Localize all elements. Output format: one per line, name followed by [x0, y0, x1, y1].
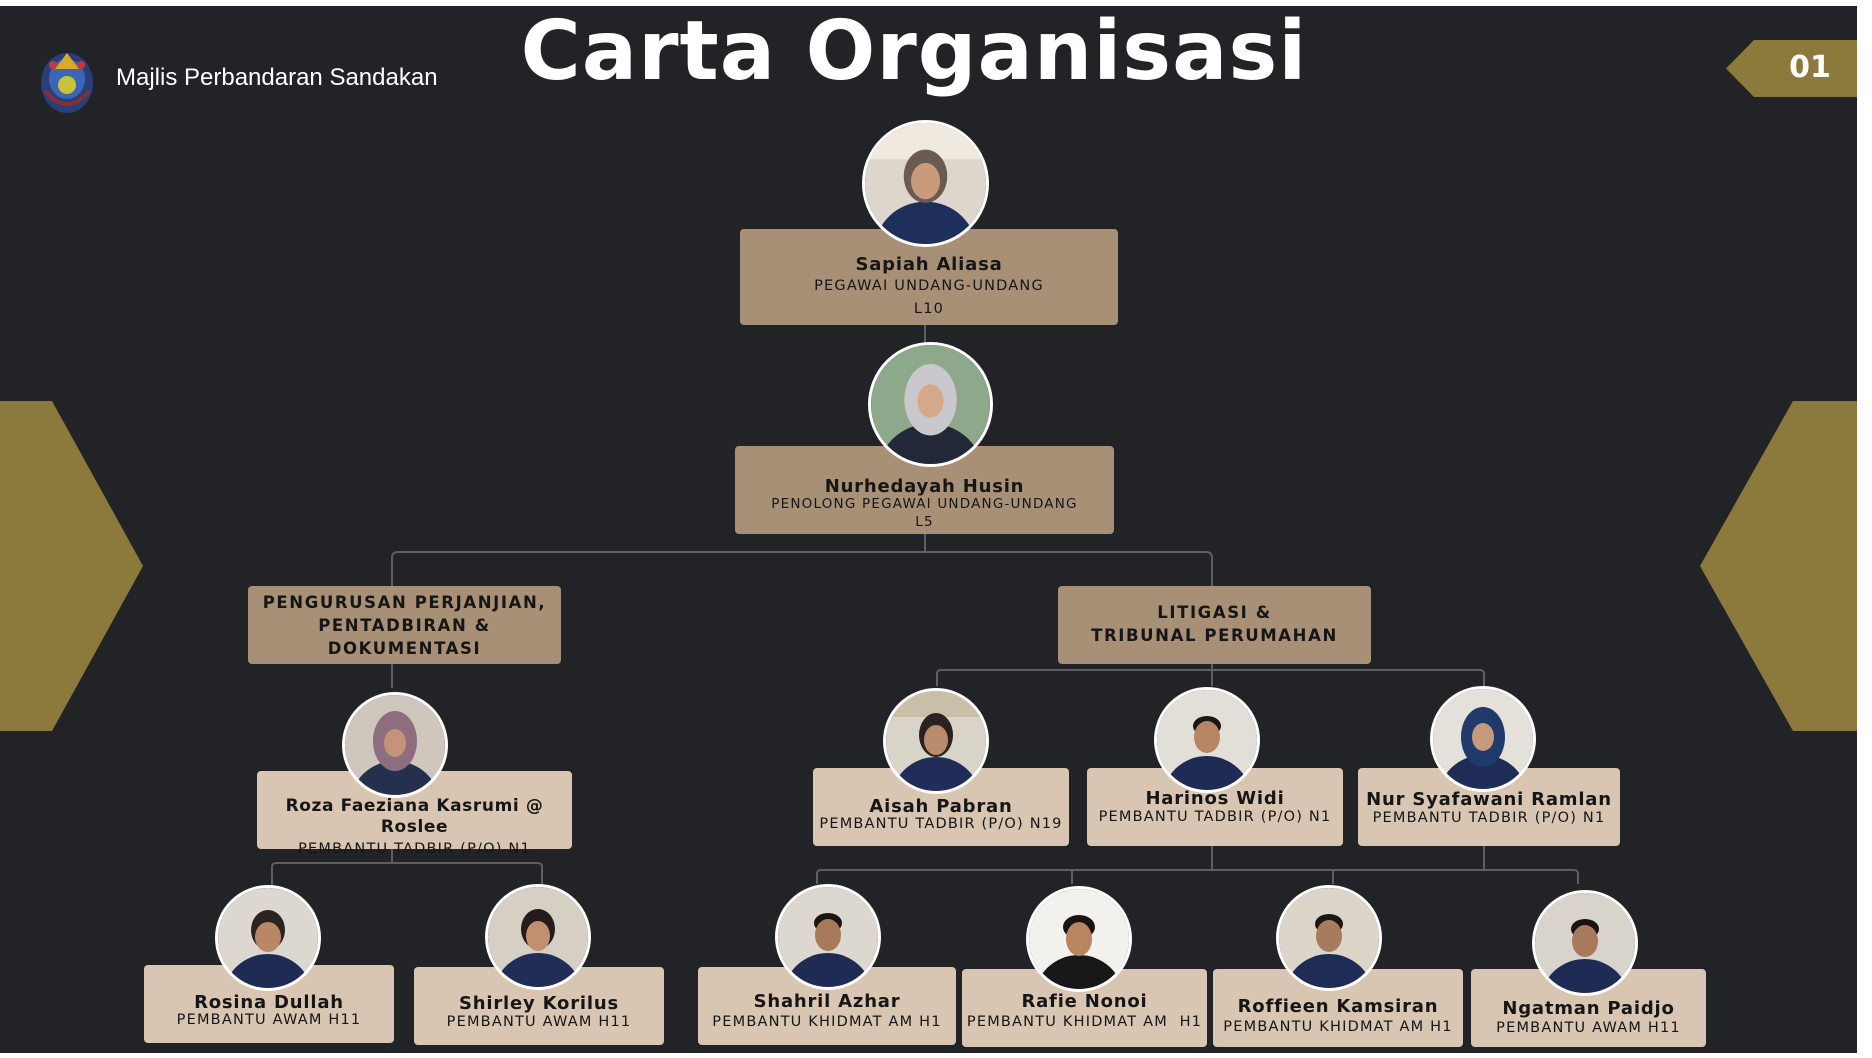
person-photo: [485, 884, 591, 990]
staff-box-roffieen: Roffieen Kamsiran PEMBANTU KHIDMAT AM H1: [1213, 969, 1463, 1047]
person-role: PEMBANTU TADBIR (P/O) N1: [1372, 810, 1606, 826]
person-photo: [1026, 886, 1132, 992]
person-photo: [1276, 885, 1382, 991]
person-photo: [868, 342, 993, 467]
person-grade: L5: [915, 514, 934, 530]
department-line: TRIBUNAL PERUMAHAN: [1091, 626, 1338, 645]
person-photo: [862, 120, 989, 247]
right-chevron-decoration: [1700, 401, 1857, 731]
person-role: PEMBANTU KHIDMAT AM H1: [712, 1014, 942, 1030]
person-photo: [1532, 890, 1638, 996]
person-name: Sapiah Aliasa: [855, 254, 1003, 275]
department-line: DOKUMENTASI: [327, 639, 482, 658]
person-role: PENOLONG PEGAWAI UNDANG-UNDANG: [771, 496, 1078, 512]
person-role: PEMBANTU AWAM H11: [446, 1014, 632, 1030]
page-number-tab: [1726, 40, 1857, 97]
slide: Majlis Perbandaran Sandakan Carta Organi…: [0, 6, 1857, 1053]
person-photo: [215, 885, 321, 991]
connector-lines: [271, 325, 1579, 886]
person-name: Ngatman Paidjo: [1502, 998, 1675, 1019]
organization-name: Majlis Perbandaran Sandakan: [116, 64, 438, 91]
person-photo: [775, 884, 881, 990]
person-name: Nurhedayah Husin: [824, 476, 1025, 497]
council-logo: [41, 53, 93, 113]
person-name: Shirley Korilus: [459, 993, 619, 1014]
department-right-box: LITIGASI & TRIBUNAL PERUMAHAN: [1058, 586, 1371, 664]
person-name: Shahril Azhar: [753, 991, 901, 1012]
department-line: PENTADBIRAN &: [318, 616, 491, 635]
person-grade: L10: [913, 301, 945, 317]
person-name: Rafie Nonoi: [1021, 991, 1148, 1012]
person-name: Nur Syafawani Ramlan: [1366, 789, 1612, 810]
person-photo: [1430, 686, 1536, 792]
left-chevron-decoration: [0, 401, 143, 731]
staff-box-rosina: Rosina Dullah PEMBANTU AWAM H11: [144, 965, 394, 1043]
person-role: PEMBANTU TADBIR (P/O) N19: [819, 816, 1063, 832]
person-role: PEMBANTU AWAM H11: [176, 1012, 362, 1028]
page-number: 01: [1789, 50, 1831, 85]
person-role: PEMBANTU TADBIR (P/O) N1: [298, 841, 531, 857]
person-name: Aisah Pabran: [869, 796, 1013, 817]
person-role: PEMBANTU AWAM H11: [1496, 1020, 1681, 1036]
department-line: LITIGASI &: [1157, 603, 1272, 622]
person-photo: [342, 692, 448, 798]
person-name: Roffieen Kamsiran: [1237, 996, 1439, 1017]
person-name: Roza Faeziana Kasrumi @ Roslee: [285, 796, 544, 837]
person-role: PEMBANTU KHIDMAT AM H1: [966, 1014, 1203, 1030]
person-role: PEMBANTU TADBIR (P/O) N1: [1098, 809, 1332, 825]
page-title: Carta Organisasi: [520, 6, 1308, 99]
person-name: Harinos Widi: [1145, 788, 1285, 809]
staff-box-harinos: Harinos Widi PEMBANTU TADBIR (P/O) N1: [1087, 768, 1343, 846]
person-role: PEGAWAI UNDANG-UNDANG: [814, 278, 1044, 294]
person-role: PEMBANTU KHIDMAT AM H1: [1223, 1019, 1453, 1035]
person-photo: [883, 688, 989, 794]
person-name: Rosina Dullah: [194, 992, 344, 1013]
department-line: PENGURUSAN PERJANJIAN,: [262, 593, 547, 612]
department-left-box: PENGURUSAN PERJANJIAN, PENTADBIRAN & DOK…: [248, 586, 561, 664]
person-photo: [1154, 687, 1260, 793]
